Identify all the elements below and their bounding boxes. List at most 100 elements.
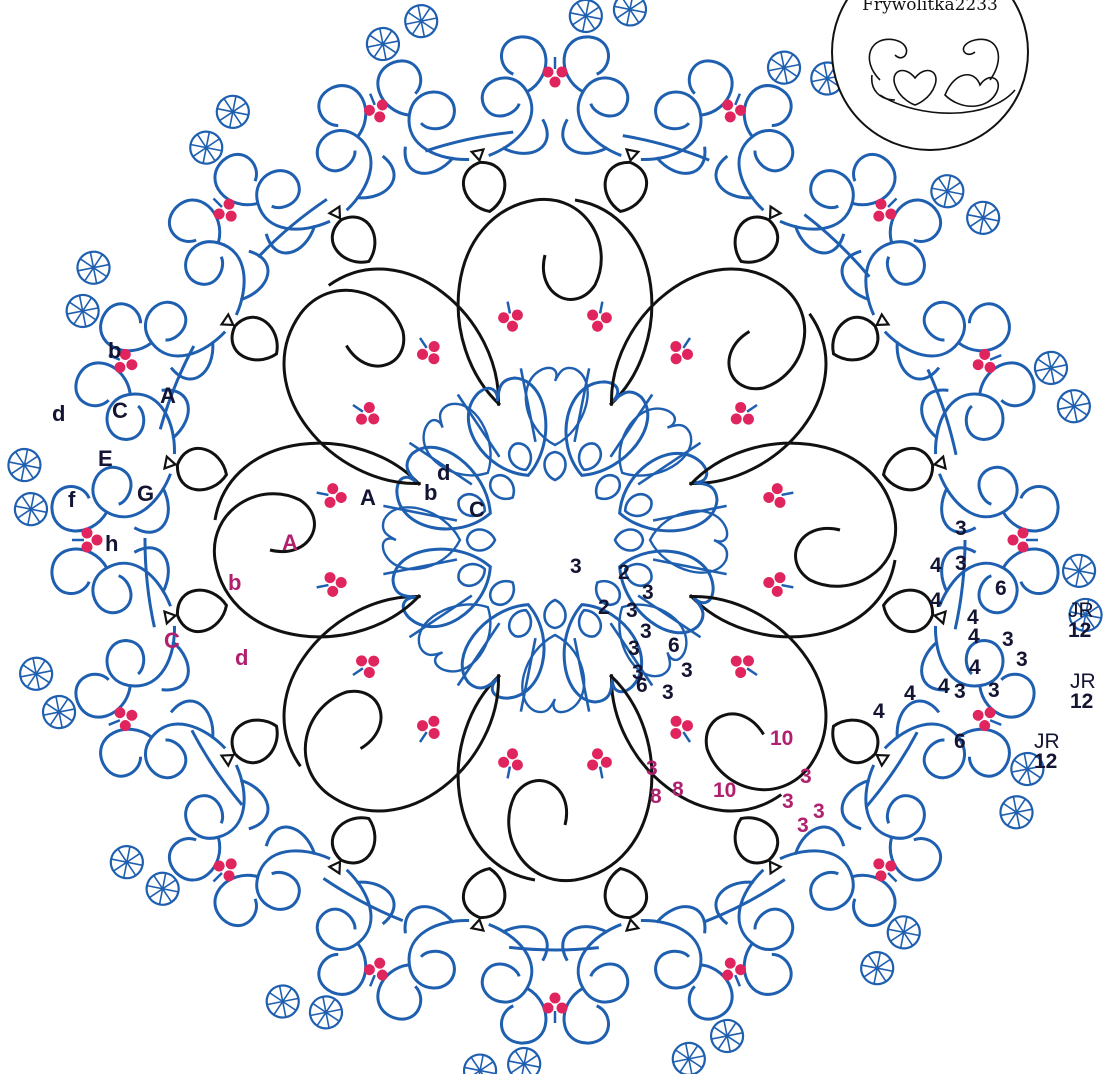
left-motif-labels: b A d C E G f h [52,338,176,556]
outer-motif [0,522,244,734]
center-small-ring [574,440,604,474]
stitch-count: 3 [642,581,654,604]
bead-cluster-icon [584,299,614,334]
outer-chain [145,130,965,950]
bead-cluster-icon [314,480,349,510]
label-inner-C: C [469,497,485,522]
center-small-ring [621,491,655,521]
spoke-thread [383,560,457,575]
outer-motif [786,653,1062,917]
label-inner-d: d [437,460,450,485]
stitch-count: 2 [598,596,610,619]
center-small-ring [506,440,536,474]
stitch-count: 8 [650,785,662,808]
label-black-A: A [282,530,298,555]
stitch-count: 6 [995,577,1007,600]
outer-motif [537,851,749,1074]
stitch-count: 2 [618,561,630,584]
label-black-b: b [228,570,241,595]
outer-motif [48,163,324,427]
center-small-ring [615,530,643,551]
black-petal-ring [690,443,896,637]
stitch-count: 3 [1002,628,1014,651]
outer-motif [361,0,573,229]
stitch-count: 3 [955,517,967,540]
bead-cluster-icon [410,331,448,370]
label-C: C [112,398,128,423]
label-A: A [160,383,176,408]
label-inner-A: A [360,485,376,510]
black-petal-ring [458,675,652,881]
stitch-count: 3 [681,659,693,682]
black-petal-ring [246,567,528,849]
center-small-ring [545,600,566,628]
center-small-ring [506,606,536,640]
signature-badge: Frywolitka2233 [832,0,1028,150]
center-small-ring [545,452,566,480]
center-small-ring [485,470,520,505]
bead-cluster-icon [663,331,701,370]
outer-motif [364,852,576,1074]
stitch-count: 4 [873,700,885,723]
jr-count: 12 [1070,690,1093,713]
jr-labels: JR12JR12JR12 [1034,599,1096,773]
stitch-count: 3 [782,790,794,813]
signature-text: Frywolitka2233 [862,0,998,15]
bead-cluster-icon [725,395,764,433]
bead-cluster-icon [584,746,614,781]
stitch-count: 3 [988,679,1000,702]
bead-cluster-icon [410,710,448,749]
label-black-C: C [164,628,180,653]
stitch-count: 6 [636,674,648,697]
black-petal-ring [214,443,420,637]
spoke-thread [653,506,727,521]
bead-cluster-icon [761,569,796,599]
bead-cluster-icon [346,648,385,686]
outer-motif [670,770,934,1046]
stitch-count: 4 [938,675,950,698]
bead-cluster-icon [346,395,385,433]
label-d: d [52,401,65,426]
outer-motif [178,771,442,1047]
stitch-count: 6 [954,730,966,753]
label-black-d: d [235,645,248,670]
outer-motif [866,346,1110,558]
label-h: h [105,531,118,556]
stitch-count: 4 [930,589,942,612]
stitch-count: 4 [969,656,981,679]
stitch-count: 3 [797,814,809,837]
center-small-ring [590,470,625,505]
spoke-thread [575,638,590,712]
stitch-count: 3 [640,620,652,643]
stitch-count: 6 [668,634,680,657]
stitch-count: 4 [904,682,916,705]
center-small-ring [467,530,495,551]
black-petal-ring [246,231,528,513]
bead-cluster-icon [725,648,764,686]
label-E: E [98,446,113,471]
inner-heart-ring [650,511,727,573]
stitch-count: 3 [955,552,967,575]
black-petal-ring [582,231,864,513]
stitch-count: 3 [570,555,582,578]
stitch-count: 3 [1016,648,1028,671]
outer-motif [176,35,440,311]
black-petal-ring [458,199,652,405]
jr-count: 12 [1068,619,1091,642]
outer-motif [0,349,243,561]
stitch-count: 4 [930,554,942,577]
bead-cluster-icon [761,480,796,510]
bead-cluster-icon [495,746,525,781]
label-inner-b: b [424,480,437,505]
stitch-count: 3 [813,800,825,823]
stitch-count: 10 [770,727,793,750]
label-b: b [108,338,121,363]
stitch-count: 3 [626,599,638,622]
outer-motif [50,655,326,919]
inner-heart-ring [526,368,588,445]
outer-motif [534,0,746,228]
bead-cluster-icon [663,710,701,749]
